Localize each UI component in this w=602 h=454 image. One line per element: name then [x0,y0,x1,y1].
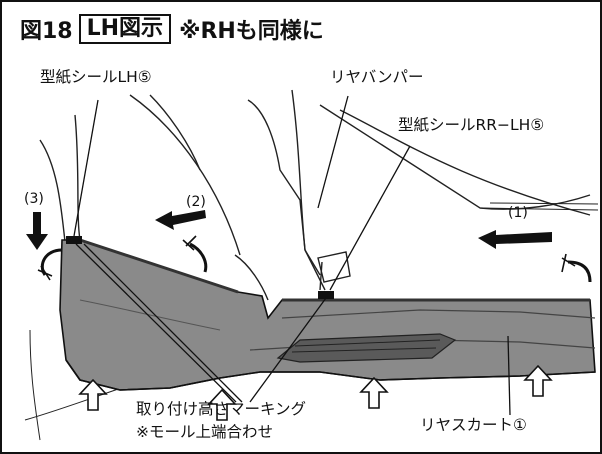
leader-marking-3 [249,297,327,403]
step-label-2: (2) [186,194,206,210]
label-pattern-seal-lh: 型紙シールLH⑤ [40,68,152,86]
figure-title: 図18 LH図示 ※RHも同様に [20,12,324,46]
arrow-step-1-icon [478,230,552,249]
label-rear-bumper: リヤバンパー [330,68,424,86]
arrow-step-3-icon [26,212,48,250]
clip-icon-middle [182,235,208,273]
leader-marking-2 [83,243,243,403]
push-arrow-icon-2 [207,388,237,421]
bumper-bracket [317,251,351,291]
figure-boxed-label: LH図示 [78,14,172,44]
skirt-groove-upper [281,309,596,319]
skirt-lower-edge [65,359,596,391]
leader-seal-lh [73,99,99,237]
clip-icon-left [37,248,63,281]
leader-rear-skirt [507,335,511,416]
leader-seal-rr-lh [329,145,411,291]
marking-seal-rr-lh [318,291,334,299]
label-rear-skirt: リヤスカート① [420,416,527,434]
skirt-top-molding [79,238,590,302]
step-label-3: (3) [24,191,44,207]
step-label-1: (1) [508,205,528,221]
leader-marking-1 [75,243,237,403]
label-mounting-height-marking: 取り付け高さマーキング [136,400,307,418]
marking-seal-lh [66,236,82,244]
arrow-step-2-icon [155,210,206,230]
push-arrow-icon-4 [523,364,553,397]
skirt-reflector-line-2 [291,347,437,353]
push-arrow-icon-3 [359,376,389,409]
leader-lines [73,95,511,416]
label-pattern-seal-rr-lh: 型紙シールRR−LH⑤ [398,116,545,134]
push-arrow-icon-1 [78,378,108,411]
label-molding-top-align: ※モール上端合わせ [136,423,273,441]
clip-icon-right [561,253,592,283]
leader-rear-bumper [317,95,349,209]
figure-number: 図18 [20,19,73,44]
skirt-reflector-line-1 [294,339,441,347]
car-body-outline [24,89,599,441]
rear-skirt-part [59,238,596,391]
skirt-left-shading [79,299,221,331]
figure-note: ※RHも同様に [179,19,324,44]
